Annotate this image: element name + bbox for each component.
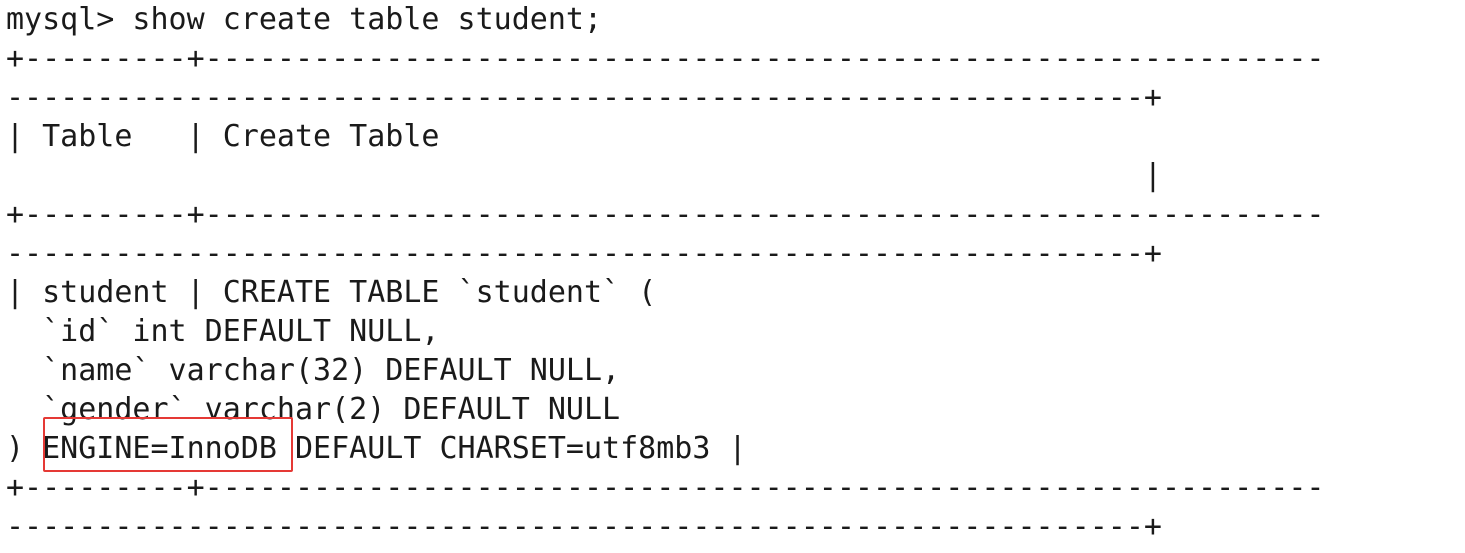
table-border-bottom: +---------+-----------------------------… <box>6 470 1325 505</box>
ddl-column-id: `id` int DEFAULT NULL, <box>6 314 440 349</box>
table-border-mid: +---------+-----------------------------… <box>6 197 1325 232</box>
ddl-column-gender: `gender` varchar(2) DEFAULT NULL <box>6 392 621 427</box>
table-border-top-wrap: ----------------------------------------… <box>6 80 1162 115</box>
terminal-output: mysql> show create table student; +-----… <box>6 0 1465 553</box>
table-border-bottom-wrap: ----------------------------------------… <box>6 509 1162 544</box>
command-line: mysql> show create table student; <box>6 2 603 37</box>
table-header-row-wrap: | <box>6 158 1162 193</box>
ddl-column-name: `name` varchar(32) DEFAULT NULL, <box>6 353 621 388</box>
table-header-row: | Table | Create Table <box>6 119 440 154</box>
ddl-engine-line: ) ENGINE=InnoDB DEFAULT CHARSET=utf8mb3 … <box>6 431 747 466</box>
table-border-mid-wrap: ----------------------------------------… <box>6 236 1162 271</box>
table-border-top: +---------+-----------------------------… <box>6 41 1325 76</box>
table-data-row: | student | CREATE TABLE `student` ( <box>6 275 657 310</box>
